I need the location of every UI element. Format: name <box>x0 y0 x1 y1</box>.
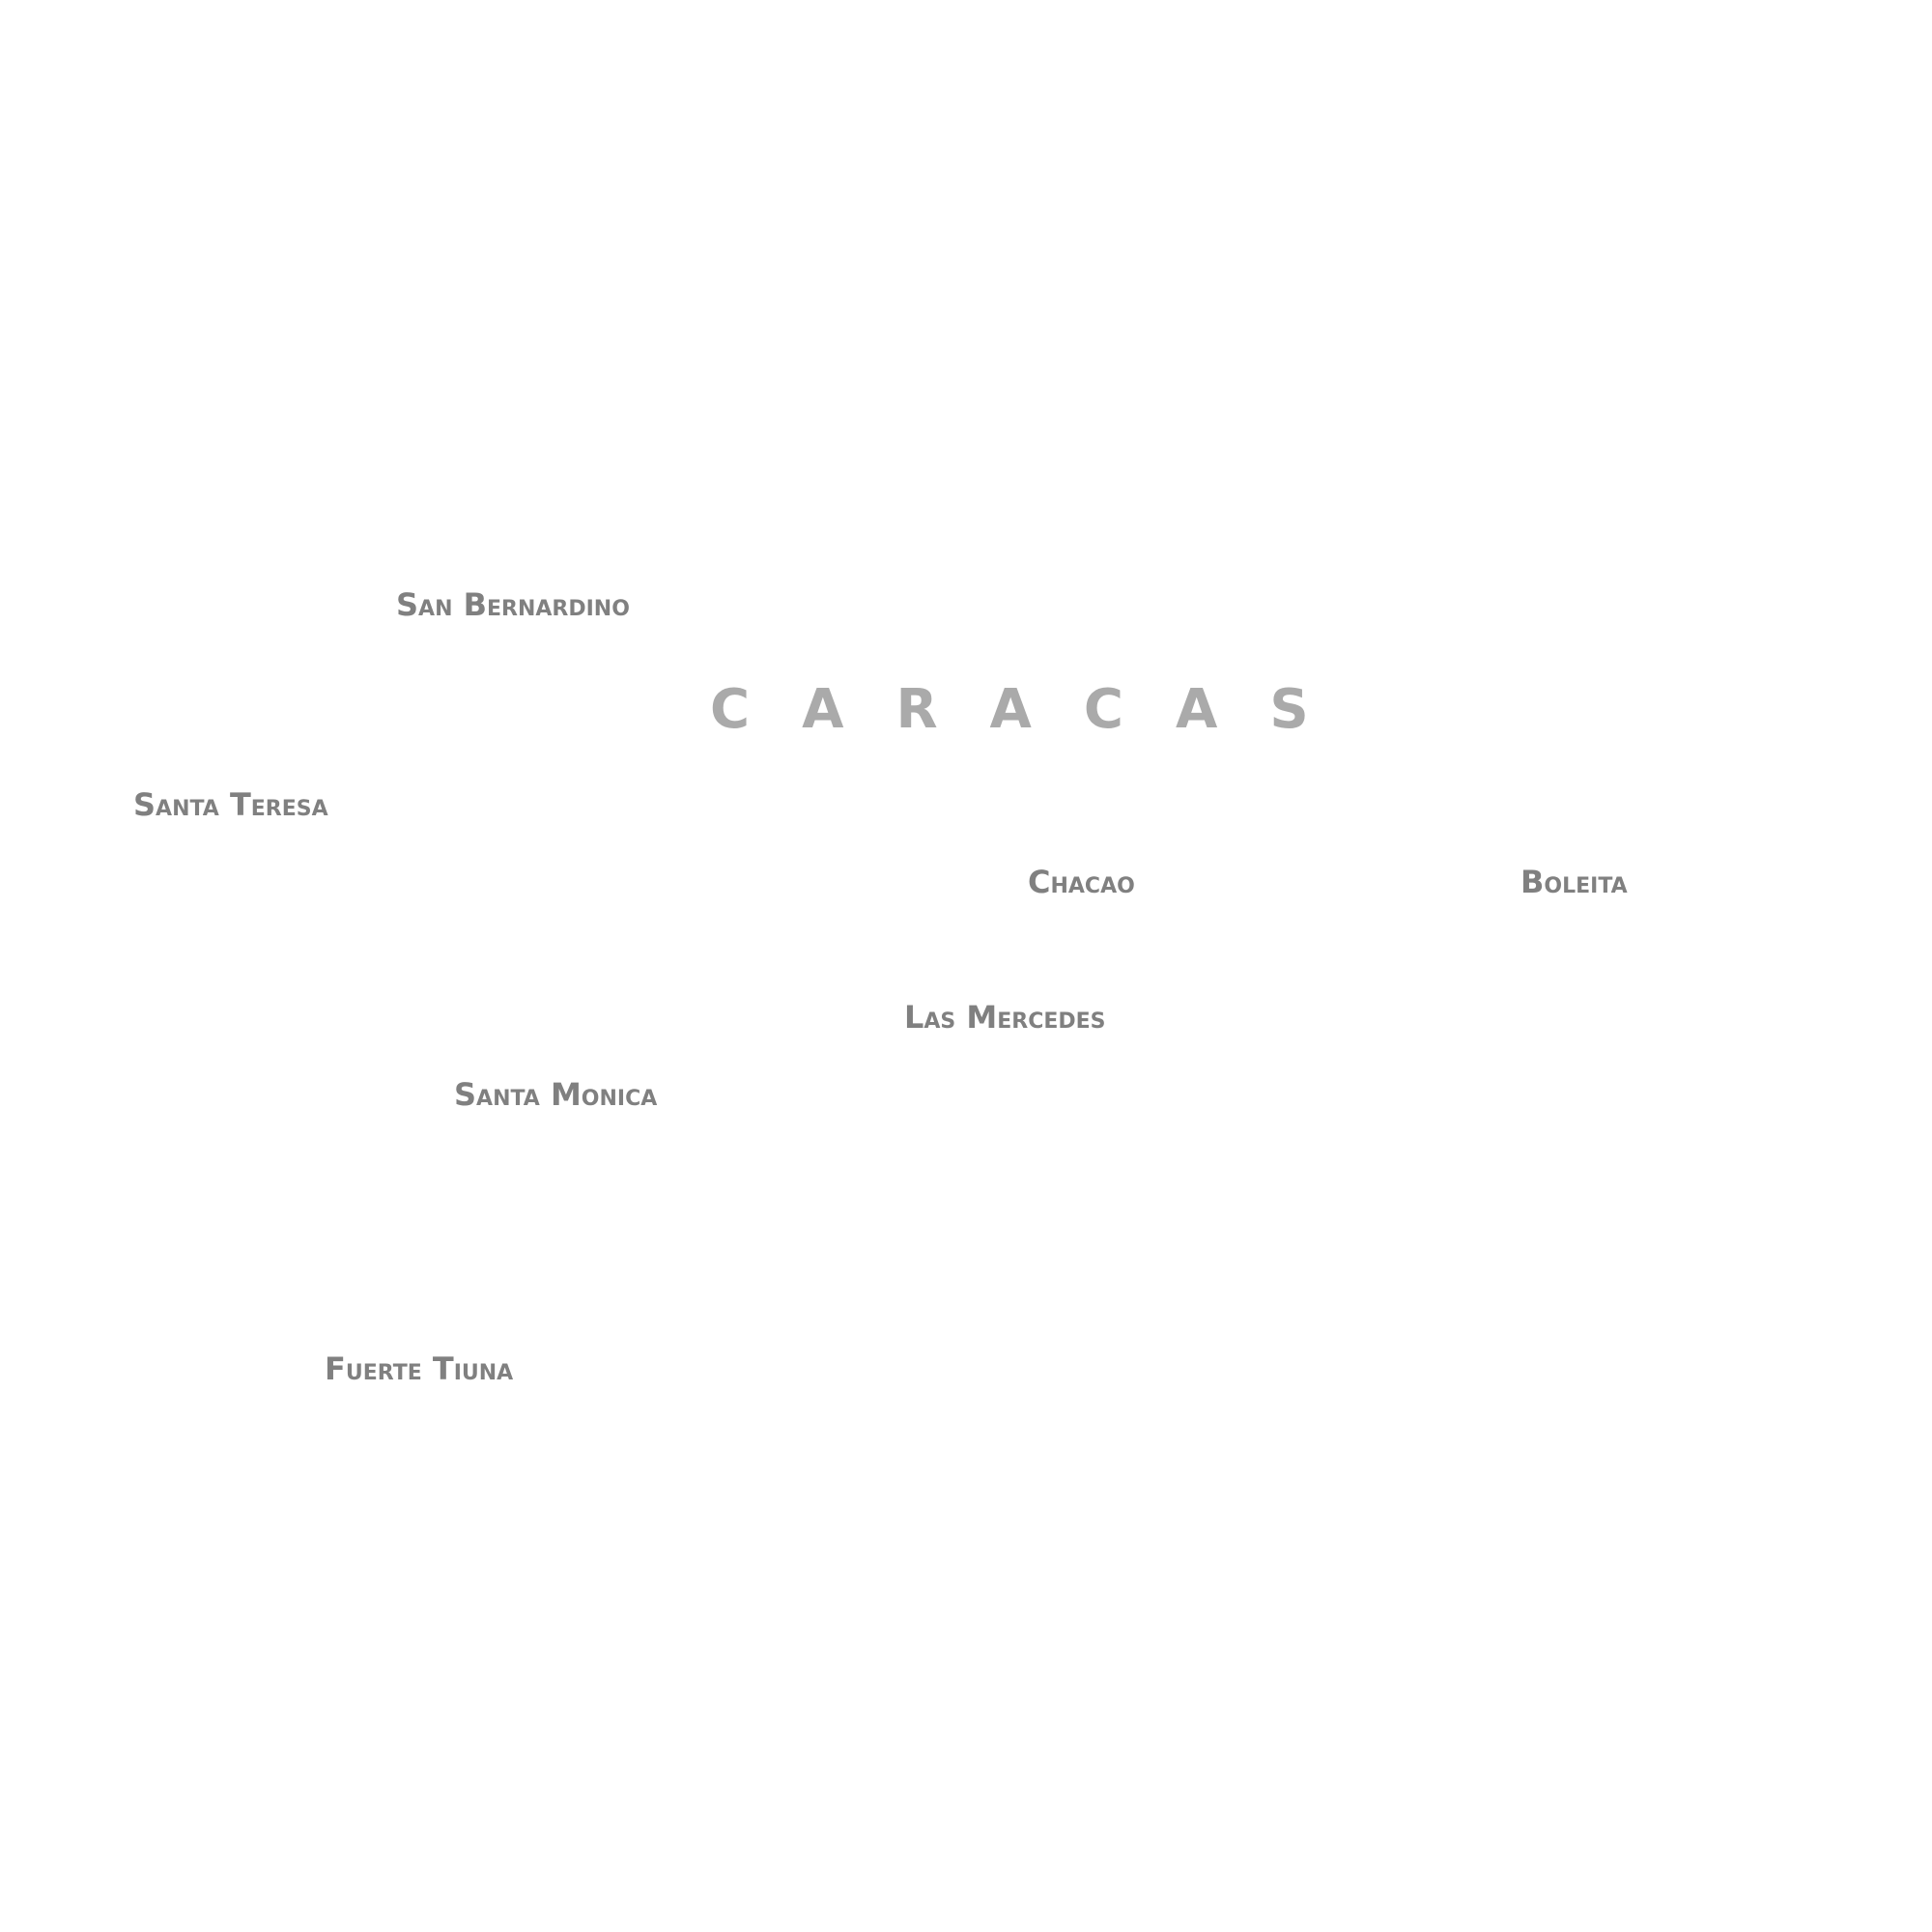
district-label-san-bernardino: San Bernardino <box>396 586 630 623</box>
district-label-boleita: Boleita <box>1520 864 1628 900</box>
district-label-chacao: Chacao <box>1028 864 1135 900</box>
district-label-santa-monica: Santa Monica <box>454 1076 658 1113</box>
district-label-santa-teresa: Santa Teresa <box>133 786 328 823</box>
district-label-fuerte-tiuna: Fuerte Tiuna <box>325 1350 514 1387</box>
city-label: CARACAS <box>710 678 1361 741</box>
district-label-las-mercedes: Las Mercedes <box>904 999 1106 1036</box>
